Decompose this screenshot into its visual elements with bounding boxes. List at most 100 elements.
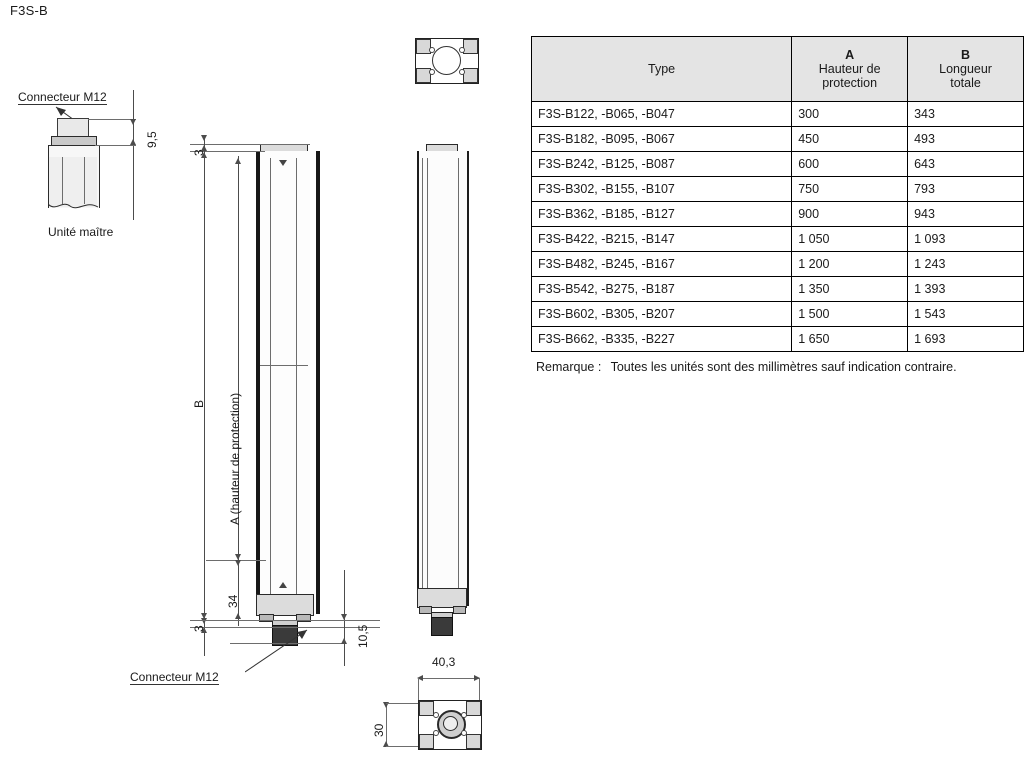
top-view-group — [415, 38, 485, 84]
sv-edge-c — [458, 158, 459, 602]
sv-plug — [431, 617, 453, 636]
header-type: Type — [530, 36, 793, 102]
lc-break-line — [260, 365, 308, 366]
page-title: F3S-B — [10, 3, 48, 18]
header-a-letter: A — [845, 48, 855, 62]
dim-arrow-bottom3-top — [201, 613, 207, 619]
cell-b: 1 693 — [907, 326, 1024, 352]
tv-hole-bl — [429, 69, 435, 75]
lc-inner-edge-left — [270, 158, 271, 608]
dim-arrow-95-top — [130, 119, 136, 125]
cell-b: 943 — [907, 201, 1024, 227]
dim-value-40-3: 40,3 — [432, 655, 456, 669]
master-unit-detail: Connecteur M12 9,5 Unité maître — [0, 90, 190, 250]
cell-a: 300 — [791, 101, 909, 127]
dim-arrow-95-bottom — [130, 139, 136, 145]
connector-m12-label-top: Connecteur M12 — [18, 90, 107, 105]
sv-bottom-tab-left — [419, 606, 432, 614]
cell-b: 1 543 — [907, 301, 1024, 327]
dim-witness-95-upper — [88, 119, 136, 120]
bottom-section-view-group: 40,3 30 — [360, 655, 510, 755]
tv-hole-br — [459, 69, 465, 75]
master-unit-label: Unité maître — [48, 225, 114, 239]
bv-hole-tr — [461, 712, 467, 718]
cell-a: 450 — [791, 126, 909, 152]
dim-witness-95-lower — [95, 145, 136, 146]
dim-arrow-top3-up — [201, 152, 207, 158]
lc-bottom-cap — [256, 594, 314, 616]
dim-arrow-a-bottom — [235, 554, 241, 560]
cell-b: 793 — [907, 176, 1024, 202]
bv-screw-tl — [419, 701, 434, 716]
dim-arrow-105-bottom — [341, 638, 347, 644]
cell-type: F3S-B302, -B155, -B107 — [530, 176, 793, 202]
dim-group-10-5: 10,5 — [230, 570, 390, 670]
sv-body — [417, 151, 469, 606]
lc-beam-marker-top — [279, 160, 287, 166]
table-note-text: Toutes les unités sont des millimètres s… — [610, 360, 957, 374]
bv-hole-br — [461, 730, 467, 736]
dim-arrow-403-right — [474, 675, 480, 681]
dim-witness-top-3-lower — [190, 151, 265, 152]
tv-screw-br — [463, 68, 478, 83]
master-unit-edge-right — [84, 157, 85, 204]
dim-value-b: B — [192, 399, 206, 408]
cell-a: 900 — [791, 201, 909, 227]
cell-a: 600 — [791, 151, 909, 177]
lc-bottom-tab-left — [259, 614, 274, 622]
dim-value-a: A (hauteur de protection) — [228, 392, 242, 525]
cell-a: 750 — [791, 176, 909, 202]
cell-type: F3S-B422, -B215, -B147 — [530, 226, 793, 252]
dim-line-30 — [386, 703, 387, 747]
cell-type: F3S-B362, -B185, -B127 — [530, 201, 793, 227]
bv-hole-tl — [433, 712, 439, 718]
dim-value-10-5: 10,5 — [356, 624, 370, 648]
dim-ext-403-left — [418, 678, 419, 700]
dim-arrow-105-top — [341, 614, 347, 620]
header-a: A Hauteur de protection — [791, 36, 909, 102]
tv-hole-tr — [459, 47, 465, 53]
cell-b: 1 093 — [907, 226, 1024, 252]
dim-arrow-b-bottom — [201, 618, 207, 624]
cell-type: F3S-B122, -B065, -B047 — [530, 101, 793, 127]
header-b: B Longueur totale — [907, 36, 1024, 102]
lc-bottom-tab-right — [296, 614, 311, 622]
sv-edge-b — [427, 158, 428, 602]
dim-arrow-top3-down — [201, 135, 207, 141]
cell-a: 1 050 — [791, 226, 909, 252]
tv-screw-tr — [463, 39, 478, 54]
dim-arrow-34-top — [235, 560, 241, 566]
connector-cable — [57, 118, 89, 138]
table-note-label: Remarque : — [536, 360, 602, 374]
dim-arrow-a-top — [235, 158, 241, 164]
header-a-desc-line2: protection — [822, 76, 878, 90]
sv-bottom-cap — [417, 588, 467, 608]
cell-a: 1 200 — [791, 251, 909, 277]
tv-center-circle — [432, 46, 461, 75]
dim-ext-95-top — [133, 90, 134, 220]
cell-a: 1 350 — [791, 276, 909, 302]
dim-line-403 — [418, 678, 480, 679]
cell-type: F3S-B182, -B095, -B067 — [530, 126, 793, 152]
cell-a: 1 500 — [791, 301, 909, 327]
connector-m12-label-bottom: Connecteur M12 — [130, 670, 219, 685]
tv-screw-bl — [416, 68, 431, 83]
bv-screw-bl — [419, 734, 434, 749]
cell-a: 1 650 — [791, 326, 909, 352]
sv-edge-a — [422, 158, 423, 602]
dim-ext-30-bottom — [386, 746, 420, 747]
master-unit-break-line — [48, 203, 99, 209]
dim-arrow-30-top — [383, 702, 389, 708]
dim-arrow-30-bottom — [383, 741, 389, 747]
dim-arrow-403-left — [417, 675, 423, 681]
header-b-letter: B — [961, 48, 971, 62]
dim-ext-30-top — [386, 703, 420, 704]
